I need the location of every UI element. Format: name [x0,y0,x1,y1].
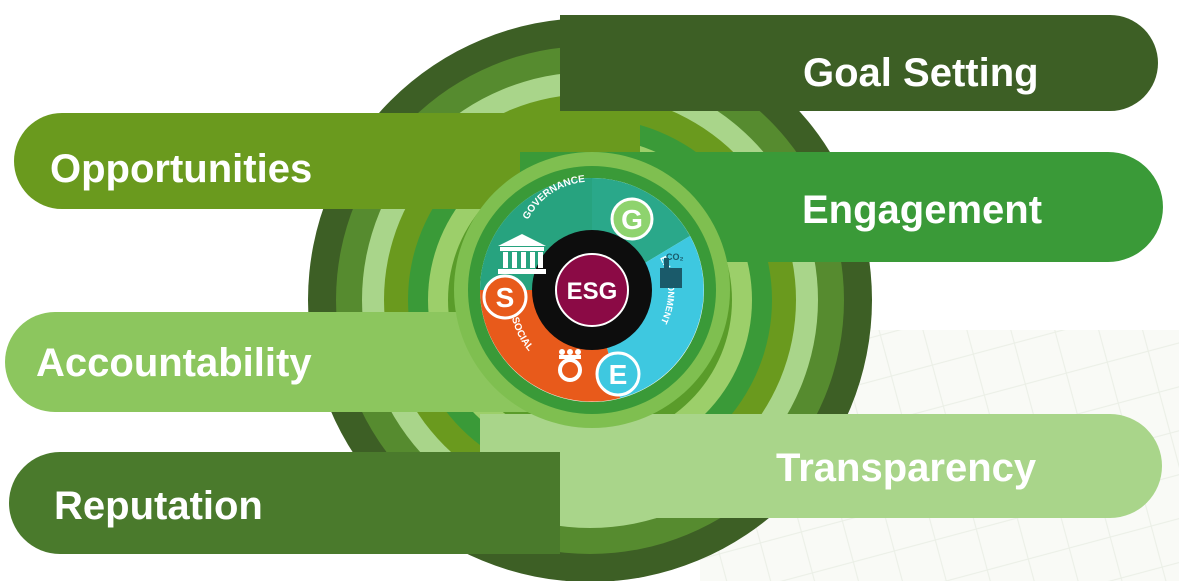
social-segment [480,290,620,402]
factory-icon: CO₂ [660,252,684,288]
g-letter: G [621,204,643,235]
transparency-label: Transparency [776,446,1037,490]
s-letter: S [496,282,515,313]
center-disc [555,253,629,327]
co2-label: CO₂ [666,252,684,262]
transparency-bar [480,414,1162,518]
accountability-bar [5,312,600,412]
engagement-label: Engagement [802,188,1043,232]
goal-setting-bar [560,15,1158,111]
opportunities-label: Opportunities [50,147,313,191]
esg-badge: ESG G S E GOVERNANCE SOCIAL ENVIRONMENT [480,174,704,402]
reputation-bar [9,452,560,554]
building-icon [498,234,546,274]
center-label: ESG [567,278,618,305]
s-circle [482,274,528,320]
reputation-label: Reputation [54,484,263,528]
people-gear-icon [558,349,582,382]
e-circle [595,351,641,397]
g-circle [610,197,654,241]
e-letter: E [609,359,628,390]
goal-setting-label: Goal Setting [803,51,1039,95]
accountability-label: Accountability [36,341,312,385]
opportunities-bar [14,113,640,209]
